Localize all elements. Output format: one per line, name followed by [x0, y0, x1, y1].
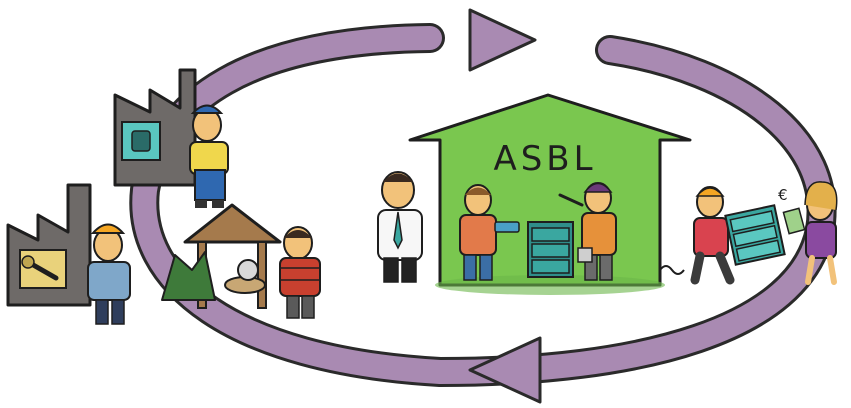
tree-icon: [161, 251, 216, 301]
arrowhead-bottom-icon: [468, 336, 542, 404]
drill-icon: [494, 221, 520, 233]
sawmill: [161, 203, 282, 309]
factory-top: [113, 68, 197, 187]
paintbrush-icon: [558, 193, 584, 207]
house-label: ASBL: [493, 139, 596, 179]
euro-symbol: €: [778, 186, 788, 204]
banknote-icon: [782, 207, 806, 235]
arrowhead-top-icon: [468, 8, 537, 72]
manager: [377, 171, 423, 283]
worker-factory-bottom: [87, 223, 131, 325]
worker-painting: [558, 182, 617, 281]
dresser: [527, 221, 574, 278]
asbl-house: ASBL: [408, 93, 692, 295]
carried-dresser: [724, 204, 786, 266]
paint-can-icon: [577, 247, 593, 263]
tie-icon: [393, 211, 403, 250]
factory-bottom: [6, 183, 92, 307]
customer: €: [778, 181, 838, 285]
worker-factory-top: [189, 104, 229, 208]
worker-drilling: [459, 184, 520, 281]
delivery-worker: [659, 186, 735, 285]
motion-lines-icon: [659, 265, 685, 275]
lumberjack: [279, 226, 321, 319]
